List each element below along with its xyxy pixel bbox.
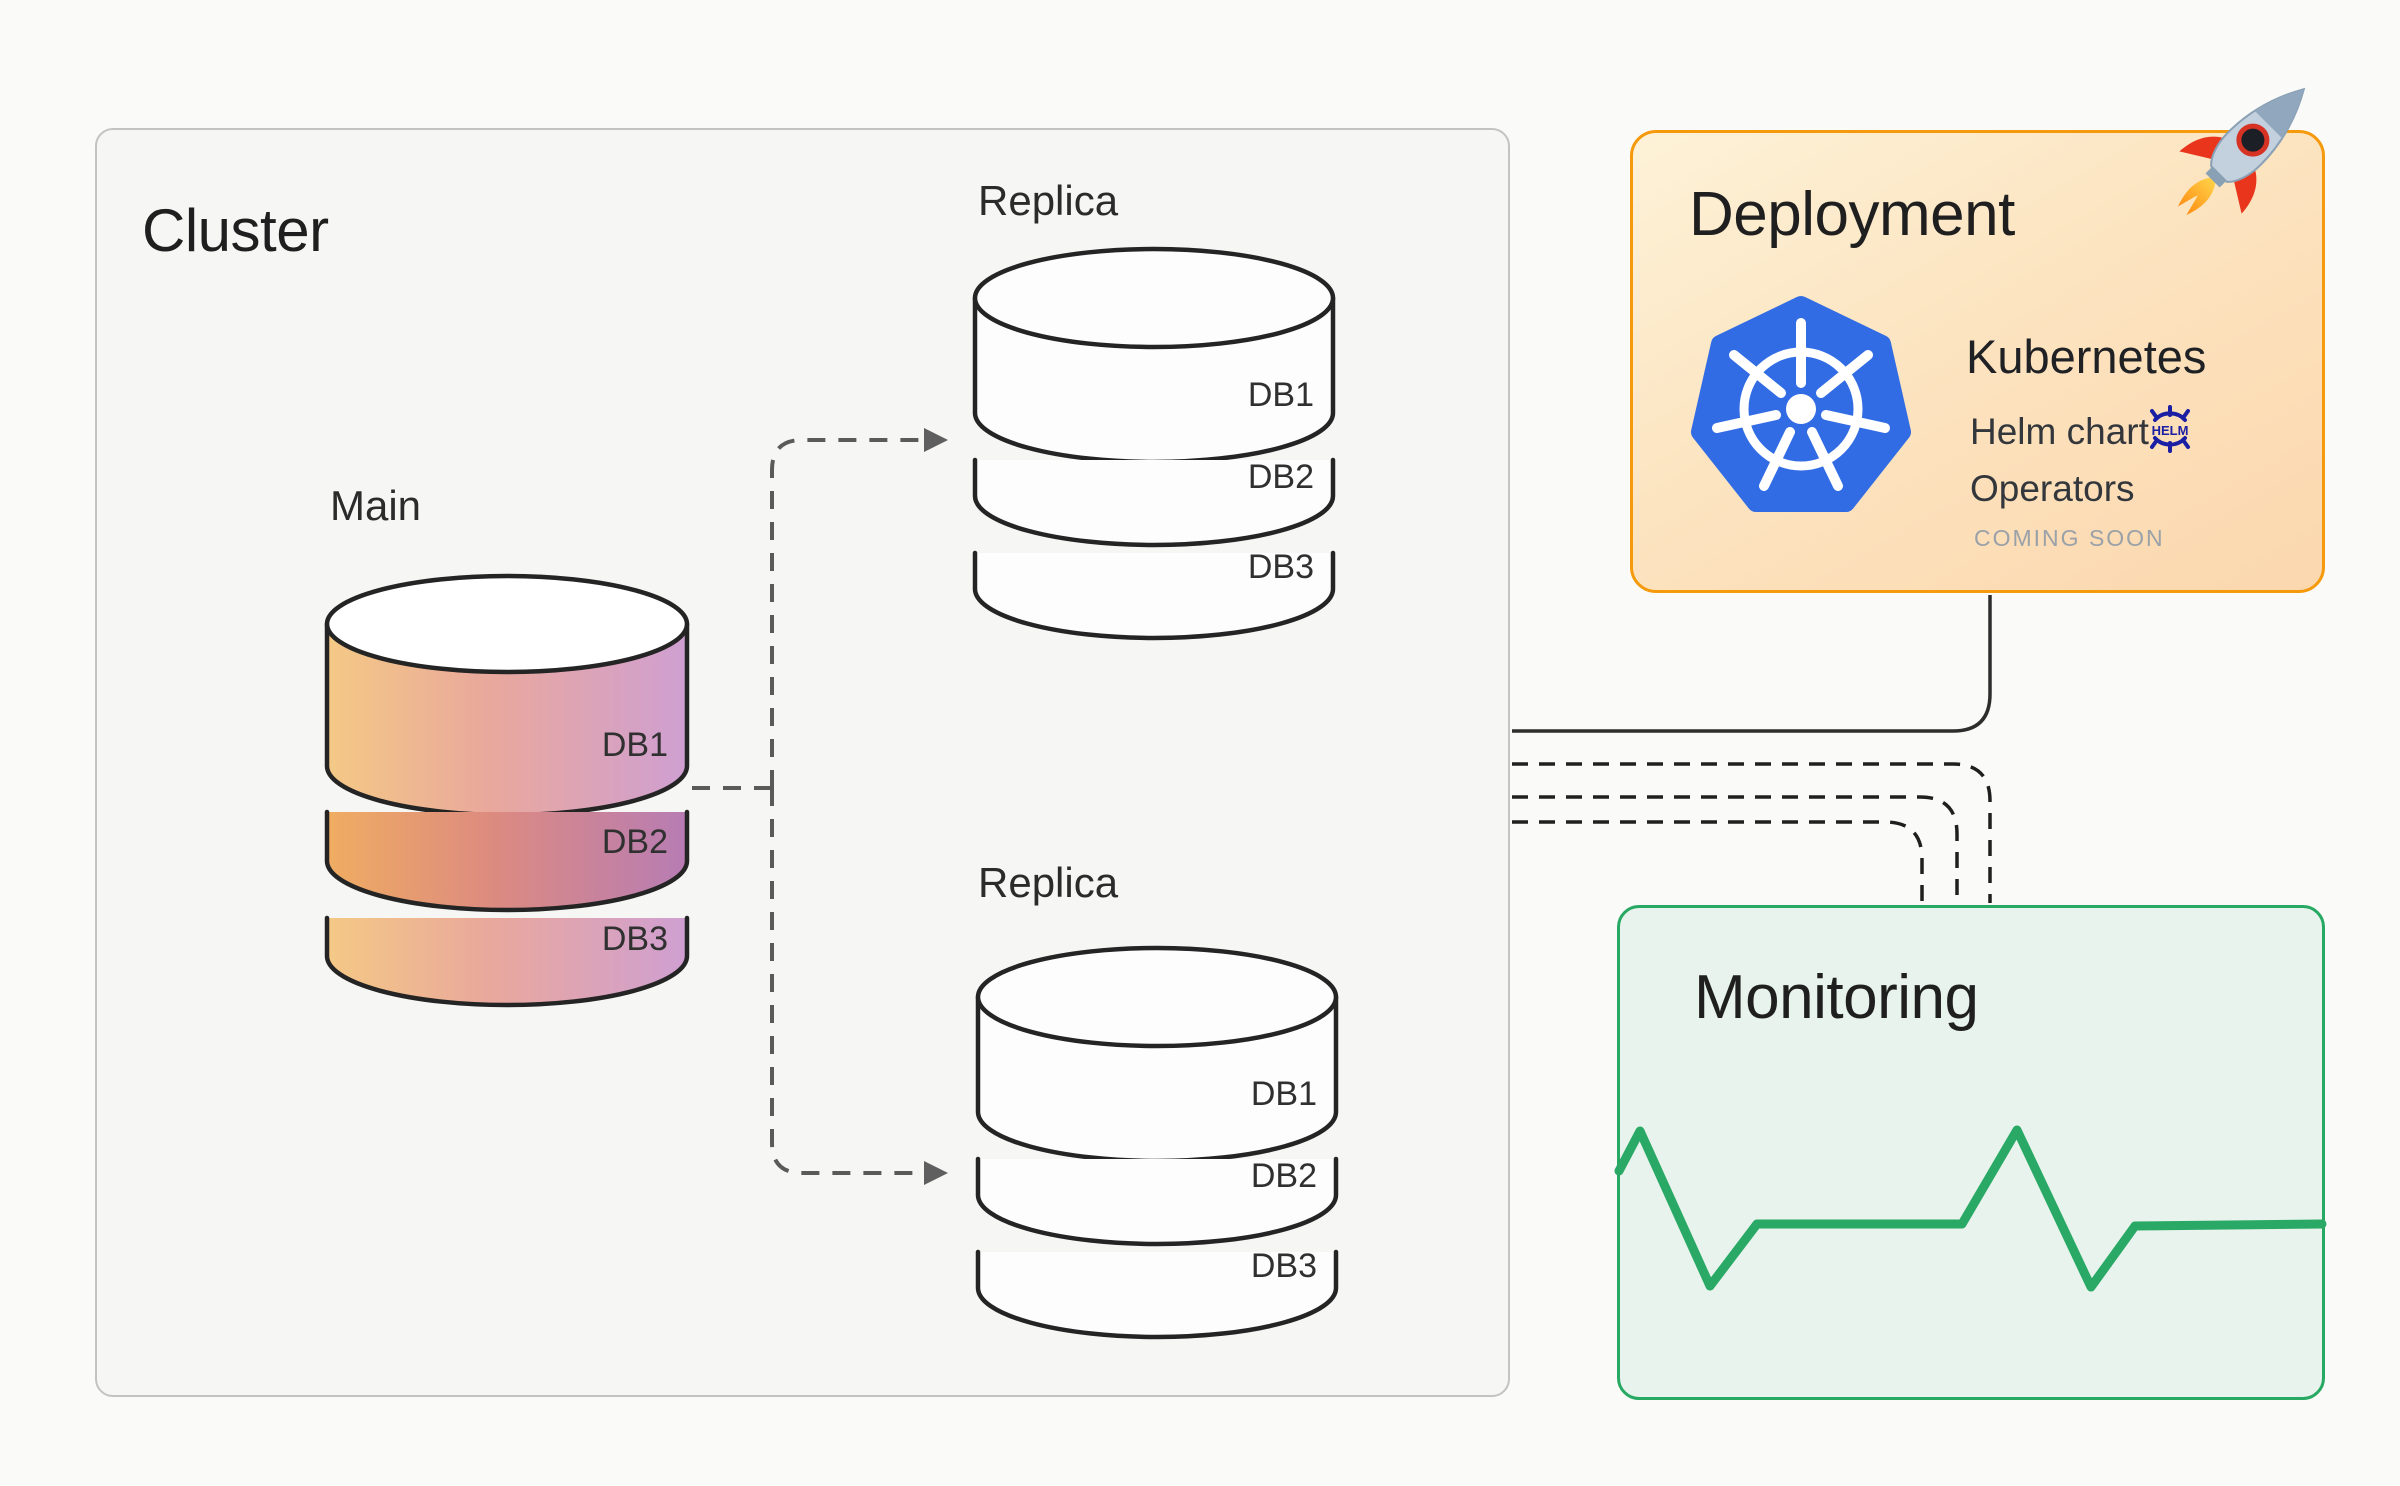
operators-coming-soon-note: COMING SOON [1974, 525, 2165, 551]
operators-label: Operators [1970, 468, 2135, 509]
deployment-title: Deployment [1689, 180, 2015, 249]
cluster-title: Cluster [142, 197, 329, 264]
connector-cluster-to-deployment [1512, 595, 1992, 733]
kubernetes-logo-icon [1681, 295, 1921, 537]
monitoring-title: Monitoring [1694, 963, 1979, 1032]
helm-chart-label: Helm chart [1970, 411, 2149, 452]
cluster-panel: Cluster [95, 128, 1510, 1397]
connector-cluster-to-monitoring-dashed [1512, 762, 1992, 903]
kubernetes-label: Kubernetes [1966, 330, 2207, 383]
helm-logo-icon: HELM [2145, 405, 2195, 453]
monitoring-panel: Monitoring [1617, 905, 2325, 1400]
helm-badge-text: HELM [2152, 423, 2189, 438]
deployment-panel: Deployment Kubernetes Helm chart [1630, 130, 2325, 593]
